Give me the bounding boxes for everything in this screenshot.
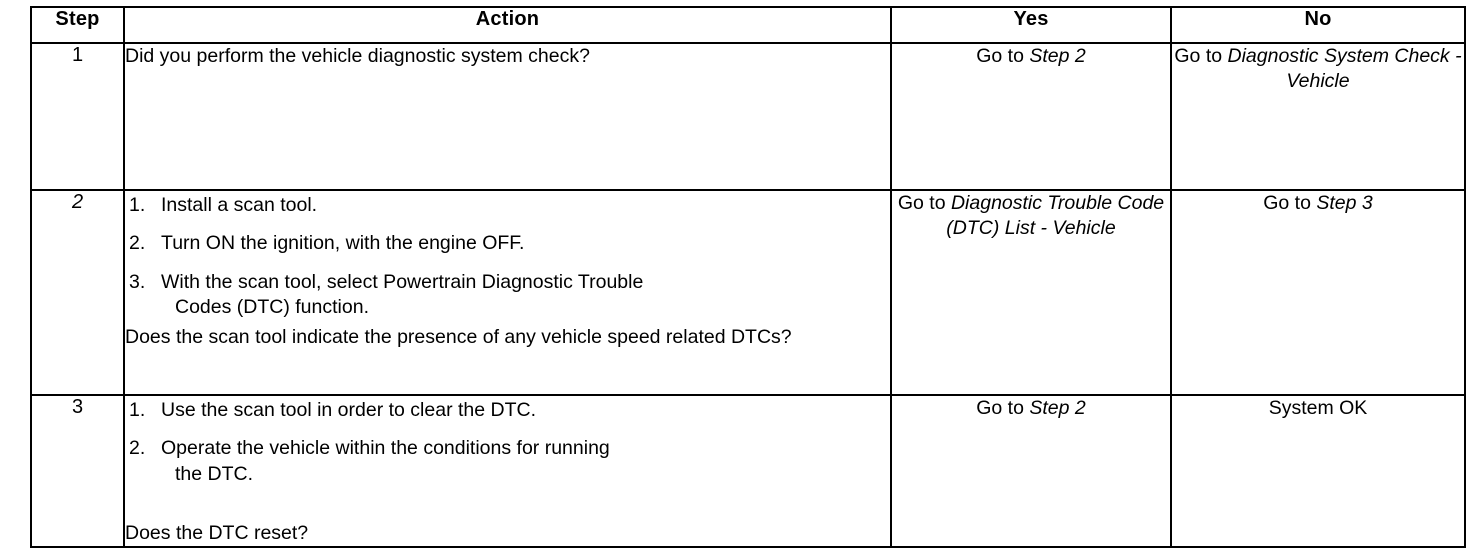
action-step-list: 1. Use the scan tool in order to clear th… <box>125 398 890 487</box>
no-answer: Go to Diagnostic System Check - Vehicle <box>1172 44 1464 93</box>
list-text-continuation: the DTC. <box>175 462 254 485</box>
list-text: Turn ON the ignition, with the engine OF… <box>161 232 525 255</box>
action-content: 1. Use the scan tool in order to clear th… <box>125 396 890 546</box>
step-number: 3 <box>71 396 84 418</box>
table-body: 1 Did you perform the vehicle diagnostic… <box>30 42 1466 548</box>
list-marker: 3. <box>129 270 146 293</box>
table-header: Step Action Yes No <box>30 6 1466 44</box>
list-item: 1. Use the scan tool in order to clear th… <box>125 398 890 423</box>
yes-cell: Go to Diagnostic Trouble Code (DTC) List… <box>890 189 1172 396</box>
step-number-cell: 2 <box>30 189 125 396</box>
list-item: 2. Operate the vehicle within the conditi… <box>125 436 890 487</box>
list-marker: 1. <box>129 399 146 421</box>
list-marker: 2. <box>129 232 146 255</box>
action-question: Does the scan tool indicate the presence… <box>125 326 792 349</box>
step-number-cell: 3 <box>30 394 125 548</box>
step-number: 2 <box>71 191 84 213</box>
table-row: 2 1. Install a scan tool. 2. Turn ON the i… <box>30 189 1466 396</box>
yes-answer: Go to Step 2 <box>892 396 1170 421</box>
header-row: Step Action Yes No <box>30 6 1466 44</box>
list-item: 2. Turn ON the ignition, with the engine … <box>125 231 890 256</box>
list-text: Operate the vehicle within the condition… <box>161 437 610 460</box>
list-item: 3. With the scan tool, select Powertrain … <box>125 270 890 321</box>
no-cell: System OK <box>1170 394 1466 548</box>
yes-prefix: Go to <box>897 192 951 214</box>
column-header-step: Step <box>30 6 125 44</box>
list-text: Use the scan tool in order to clear the … <box>161 399 537 421</box>
list-marker: 2. <box>129 437 146 460</box>
yes-reference: Step 2 <box>1029 397 1086 419</box>
no-prefix: Go to <box>1263 192 1317 214</box>
no-cell: Go to Diagnostic System Check - Vehicle <box>1170 42 1466 191</box>
no-cell: Go to Step 3 <box>1170 189 1466 396</box>
no-prefix: System OK <box>1268 397 1368 419</box>
column-header-no: No <box>1170 6 1466 44</box>
list-marker: 1. <box>129 194 146 216</box>
list-text: With the scan tool, select Powertrain Di… <box>161 270 644 293</box>
no-answer: System OK <box>1172 396 1464 421</box>
yes-cell: Go to Step 2 <box>890 394 1172 548</box>
table-row: 1 Did you perform the vehicle diagnostic… <box>30 42 1466 191</box>
action-question: Does the DTC reset? <box>125 522 309 545</box>
table-row: 3 1. Use the scan tool in order to clear … <box>30 394 1466 548</box>
no-answer: Go to Step 3 <box>1172 191 1464 216</box>
action-content: Did you perform the vehicle diagnostic s… <box>125 44 890 189</box>
column-header-action: Action <box>123 6 892 44</box>
yes-cell: Go to Step 2 <box>890 42 1172 191</box>
no-prefix: Go to <box>1174 45 1228 67</box>
action-cell: 1. Use the scan tool in order to clear th… <box>123 394 892 548</box>
spacer <box>125 493 890 522</box>
step-number-cell: 1 <box>30 42 125 191</box>
step-number: 1 <box>71 44 84 66</box>
yes-reference: Diagnostic Trouble Code (DTC) List - Veh… <box>946 192 1165 239</box>
yes-reference: Step 2 <box>1029 45 1086 67</box>
action-step-list: 1. Install a scan tool. 2. Turn ON the ign… <box>125 193 890 320</box>
action-cell: Did you perform the vehicle diagnostic s… <box>123 42 892 191</box>
no-reference: Diagnostic System Check - Vehicle <box>1227 45 1462 92</box>
list-item: 1. Install a scan tool. <box>125 193 890 218</box>
yes-answer: Go to Step 2 <box>892 44 1170 69</box>
yes-prefix: Go to <box>976 45 1030 67</box>
action-content: 1. Install a scan tool. 2. Turn ON the ign… <box>125 191 890 394</box>
list-text-continuation: Codes (DTC) function. <box>175 296 369 319</box>
yes-prefix: Go to <box>976 397 1030 419</box>
no-reference: Step 3 <box>1316 192 1373 214</box>
list-text: Install a scan tool. <box>161 194 318 216</box>
column-header-yes: Yes <box>890 6 1172 44</box>
diagnostic-table: Step Action Yes No 1 Did you perform the… <box>30 6 1466 548</box>
action-cell: 1. Install a scan tool. 2. Turn ON the ign… <box>123 189 892 396</box>
action-lead-text: Did you perform the vehicle diagnostic s… <box>125 45 590 67</box>
yes-answer: Go to Diagnostic Trouble Code (DTC) List… <box>892 191 1170 240</box>
